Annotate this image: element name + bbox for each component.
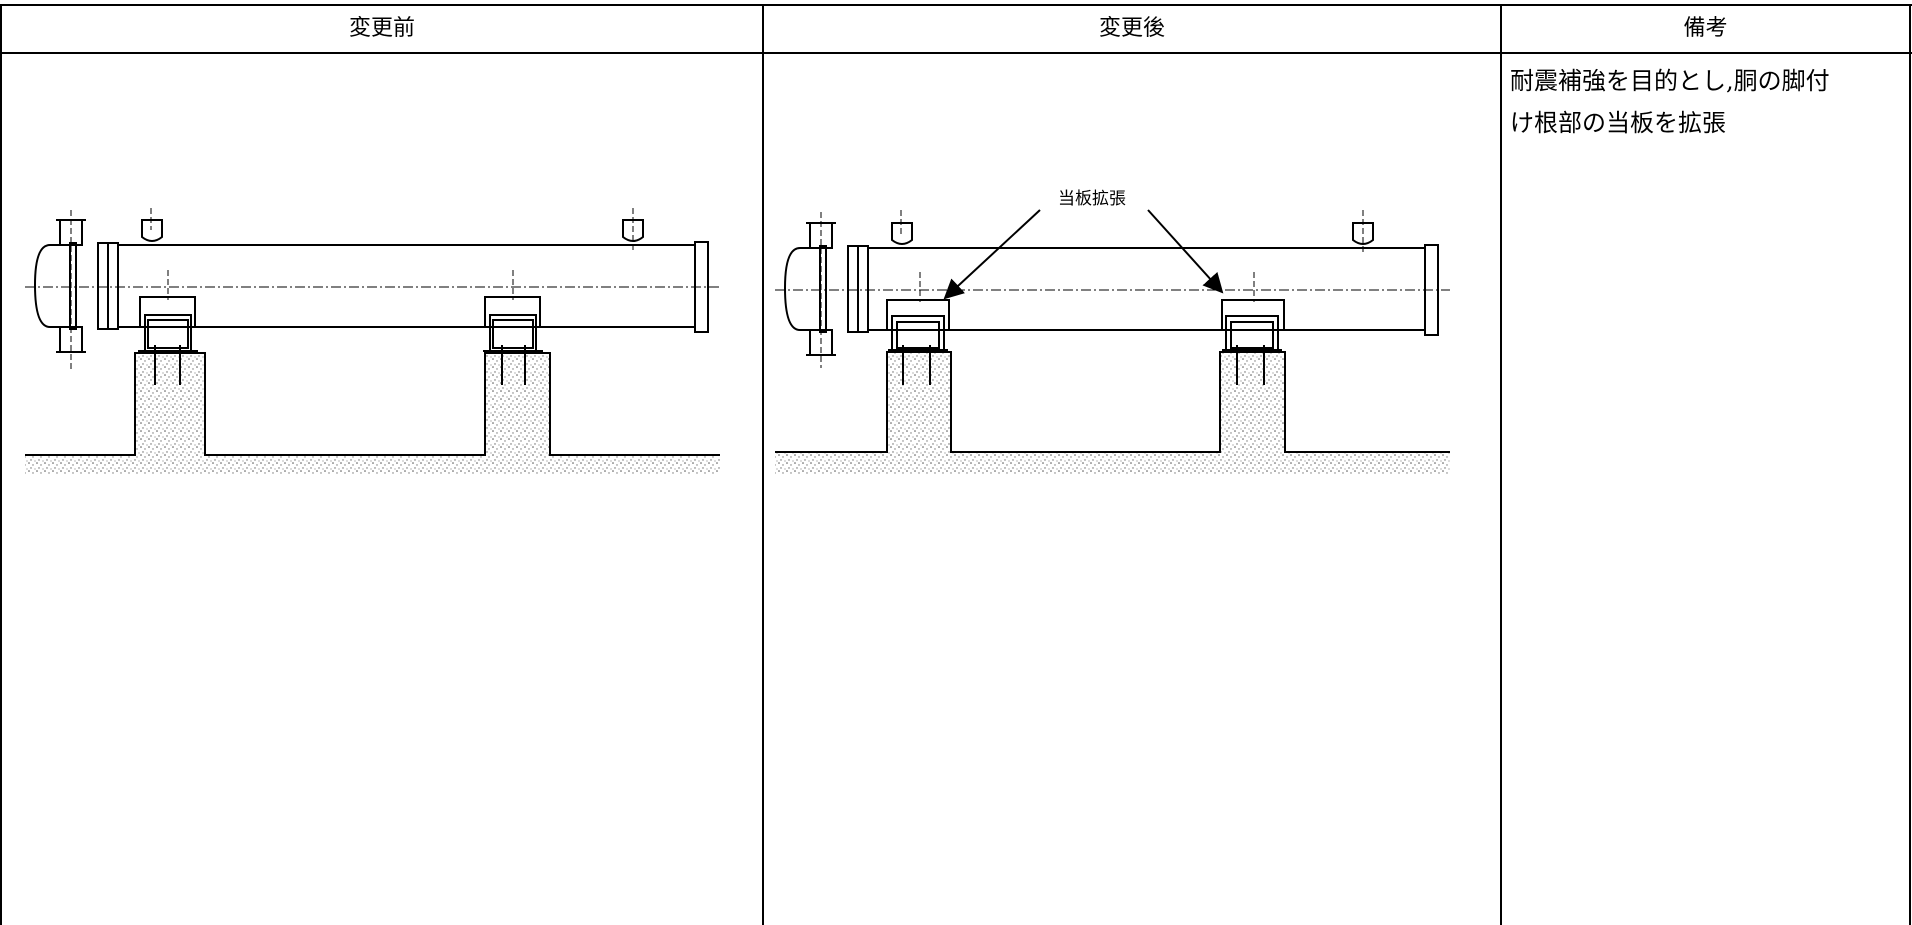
remarks-line-1: 耐震補強を目的とし,胴の脚付 [1510,67,1830,95]
callout-arrow-left [943,209,1041,300]
table-top-border [0,4,1912,6]
table-left-border [0,4,2,925]
callout-arrow-right [1147,209,1224,294]
header-before: 変更前 [348,16,415,41]
heat-exchanger-after-drawing: 当板拡張 [775,189,1450,475]
heat-exchanger-before-drawing [25,208,720,475]
callout-label: 当板拡張 [1058,189,1126,209]
header-remarks: 備考 [1683,16,1728,41]
column-divider-2 [1500,4,1502,925]
table-right-border [1909,4,1911,925]
remarks-line-2: け根部の当板を拡張 [1510,109,1726,137]
header-after: 変更後 [1098,16,1165,41]
remarks-text: 耐震補強を目的とし,胴の脚付 け根部の当板を拡張 [1510,60,1905,144]
header-bottom-border [0,52,1912,54]
column-divider-1 [762,4,764,925]
